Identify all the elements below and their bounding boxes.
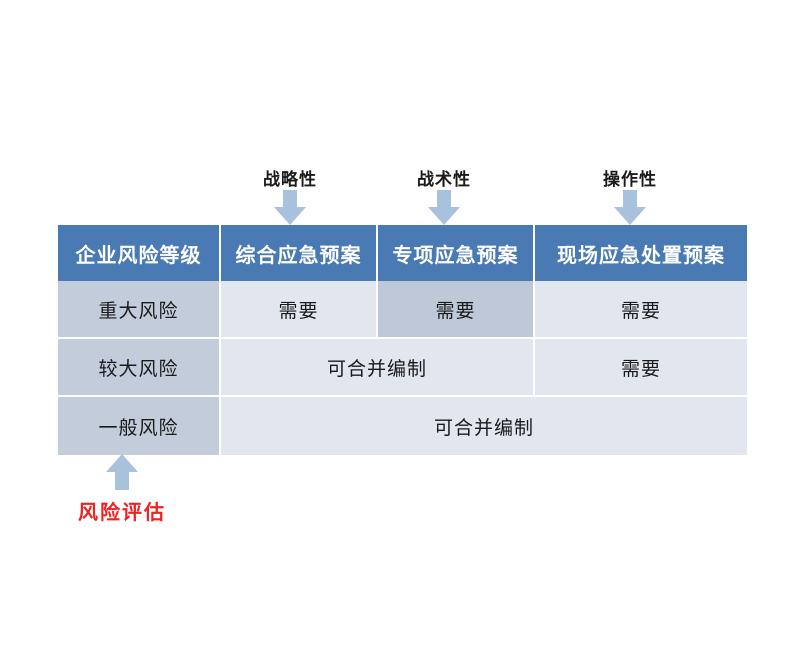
table-row: 较大风险 可合并编制 需要 — [58, 338, 747, 397]
column-header-risk-level: 企业风险等级 — [58, 225, 221, 281]
risk-plan-table: 企业风险等级 综合应急预案 专项应急预案 现场应急处置预案 重大风险 需要 需要… — [58, 225, 747, 455]
cell-major-special: 需要 — [377, 281, 535, 339]
cell-large-onsite: 需要 — [534, 338, 747, 397]
risk-assessment-caption: 风险评估 — [78, 500, 166, 524]
annotation-label-strategic: 战略性 — [263, 170, 317, 190]
table-header: 企业风险等级 综合应急预案 专项应急预案 现场应急处置预案 — [58, 225, 747, 281]
arrow-down-icon — [274, 190, 306, 225]
arrow-up-icon — [106, 454, 138, 490]
cell-major-comprehensive: 需要 — [220, 281, 378, 339]
column-header-onsite-plan: 现场应急处置预案 — [534, 225, 747, 281]
cell-major-onsite: 需要 — [534, 281, 747, 339]
cell-general-merged-plan: 可合并编制 — [220, 396, 747, 455]
table-row: 重大风险 需要 需要 需要 — [58, 281, 747, 339]
annotation-label-operational: 操作性 — [603, 170, 657, 190]
cell-large-merged-plan: 可合并编制 — [220, 338, 535, 397]
column-header-comprehensive-plan: 综合应急预案 — [220, 225, 378, 281]
row-header-large-risk: 较大风险 — [58, 338, 221, 397]
column-header-special-plan: 专项应急预案 — [377, 225, 535, 281]
row-header-general-risk: 一般风险 — [58, 396, 221, 455]
table-row: 一般风险 可合并编制 — [58, 396, 747, 455]
arrow-down-icon — [614, 190, 646, 225]
table-body: 重大风险 需要 需要 需要 较大风险 可合并编制 需要 一般风险 可合并编制 — [58, 281, 747, 455]
arrow-down-icon — [428, 190, 460, 225]
table-header-row: 企业风险等级 综合应急预案 专项应急预案 现场应急处置预案 — [58, 225, 747, 281]
annotation-label-tactical: 战术性 — [417, 170, 471, 190]
row-header-major-risk: 重大风险 — [58, 281, 221, 339]
